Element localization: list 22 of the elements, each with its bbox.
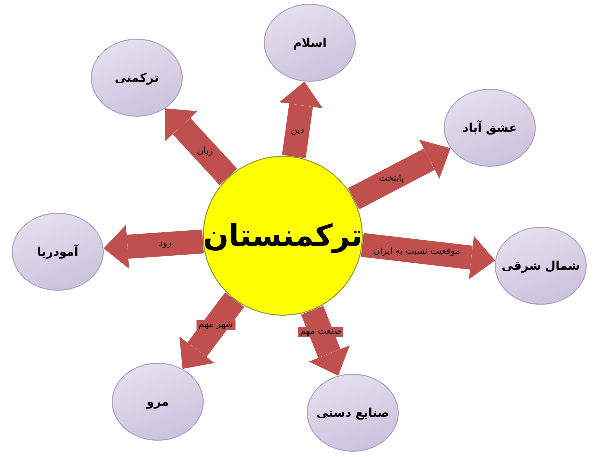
block-arrow <box>165 108 238 186</box>
edge-label: پایتخت <box>377 174 406 184</box>
topic-label: مرو <box>146 395 170 409</box>
edge-label: زبان <box>195 146 216 157</box>
edge-label: موقعیت نسبت به ایران <box>372 246 462 257</box>
topic-label: ترکمنی <box>114 71 160 85</box>
edge-label: صنعت مهم <box>298 327 344 338</box>
block-arrow <box>361 233 496 280</box>
topic-label: آمودریا <box>37 245 79 259</box>
block-arrow <box>104 225 204 269</box>
topic-label: عشق آباد <box>462 121 518 135</box>
topic-label: شمال شرقی <box>502 259 580 273</box>
topic-label: اسلام <box>293 36 327 50</box>
edge-label: شهر مهم <box>196 320 236 330</box>
center-title: ترکمنستان <box>203 218 363 254</box>
block-arrow <box>301 306 350 376</box>
block-arrow <box>180 292 244 370</box>
topic-label: صنایع دستی <box>316 406 390 420</box>
block-arrow <box>348 140 451 210</box>
edge-label: رود <box>157 239 174 250</box>
block-arrow <box>280 82 324 158</box>
edge-label: دین <box>288 126 306 136</box>
